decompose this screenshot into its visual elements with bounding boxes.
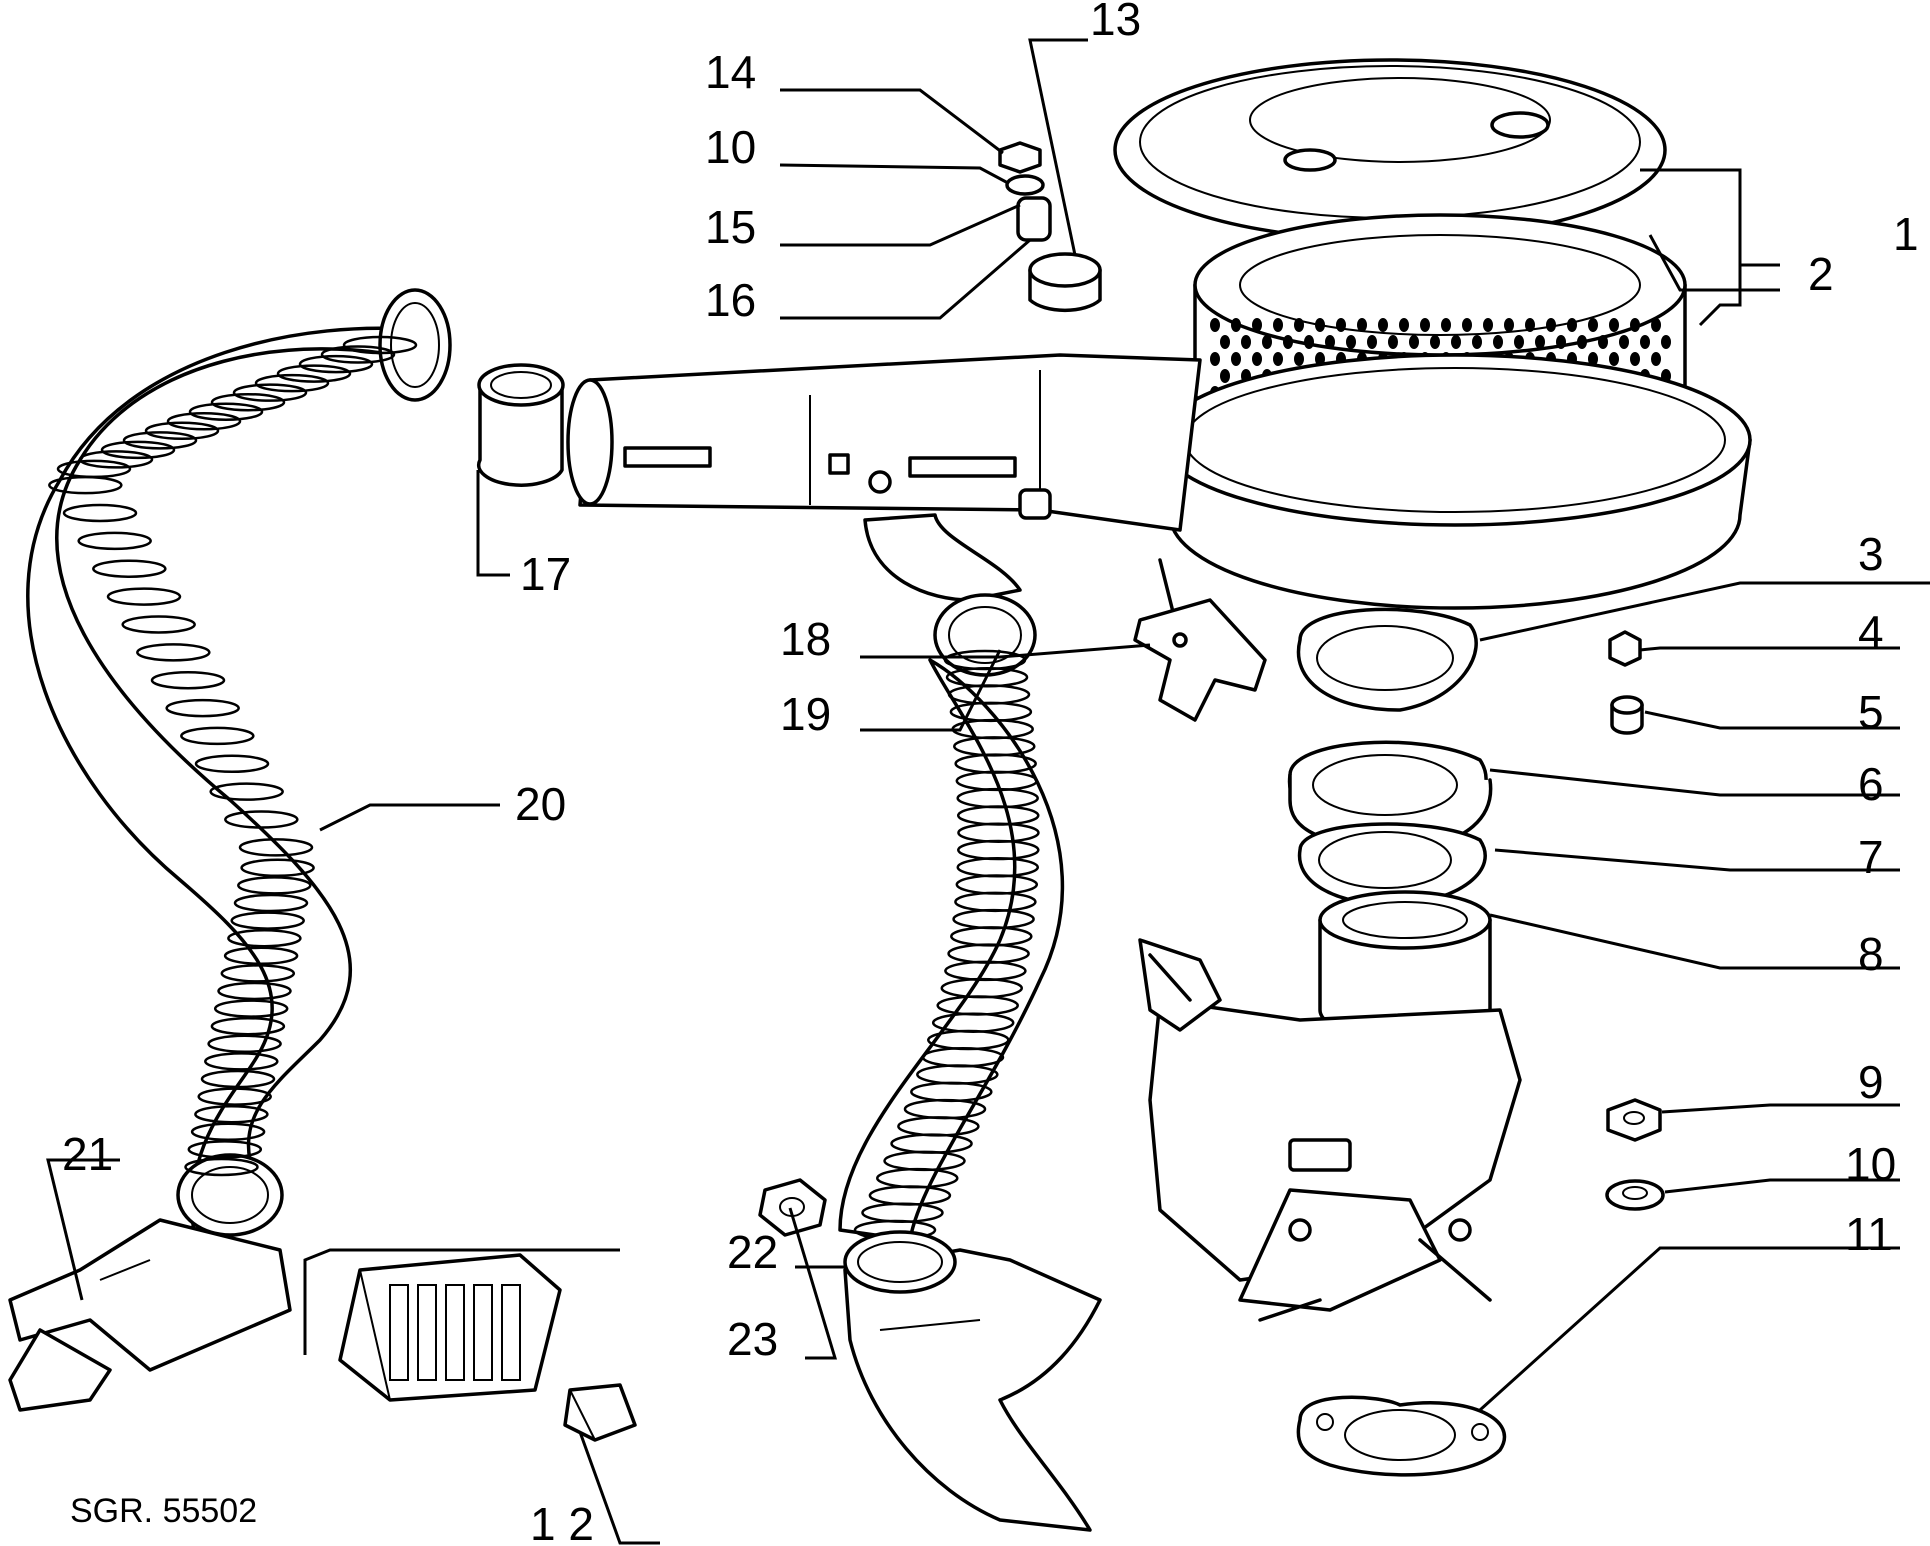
- callout-10-upper: 10: [705, 121, 756, 173]
- callout-3: 3: [1858, 528, 1884, 580]
- callout-19: 19: [780, 688, 831, 740]
- corrugated-hose-19: [838, 513, 1065, 1242]
- corrugated-hose-20: [26, 288, 452, 1242]
- callout-20: 20: [515, 778, 566, 830]
- gasket-7: [1297, 822, 1487, 907]
- hose-ribs-19: [853, 649, 1040, 1241]
- carburettor: [1138, 890, 1522, 1322]
- callout-10-lower: 10: [1845, 1138, 1896, 1190]
- callout-1: 1: [1893, 208, 1919, 260]
- relay: [563, 1383, 637, 1442]
- callout-8: 8: [1858, 928, 1884, 980]
- callout-17: 17: [520, 548, 571, 600]
- callout-9: 9: [1858, 1056, 1884, 1108]
- callout-2: 2: [1808, 248, 1834, 300]
- callout-14: 14: [705, 46, 756, 98]
- callout-18: 18: [780, 613, 831, 665]
- callout-21: 21: [62, 1128, 113, 1180]
- callout-16: 16: [705, 274, 756, 326]
- callout-23: 23: [727, 1313, 778, 1365]
- air-filter-cover: [1113, 58, 1667, 242]
- hose-end-fitting: [8, 1218, 292, 1412]
- callout-22: 22: [727, 1226, 778, 1278]
- nut-9: [1606, 1098, 1662, 1142]
- callout-4: 4: [1858, 606, 1884, 658]
- sleeve-5: [1610, 695, 1644, 735]
- callout-13: 13: [1090, 0, 1141, 45]
- control-unit: [338, 1253, 562, 1402]
- callout-7: 7: [1858, 831, 1884, 883]
- gasket-3: [1296, 607, 1478, 712]
- leader-lines: [46, 38, 1930, 1545]
- mounting-bracket: [1133, 558, 1267, 722]
- control-unit-terminals: [389, 1284, 521, 1381]
- gasket-11: [1296, 1395, 1507, 1477]
- fastener-stack: [998, 141, 1102, 313]
- rubber-sleeve: [476, 363, 565, 487]
- hose-ribs-20: [48, 335, 418, 1177]
- bracket-line-12: [303, 1248, 620, 1355]
- callout-11: 11: [1845, 1208, 1893, 1260]
- callout-12: 1 2: [530, 1498, 594, 1546]
- nut-4: [1608, 630, 1642, 667]
- washer-10b: [1605, 1179, 1665, 1211]
- callout-15: 15: [705, 201, 756, 253]
- filter-housing-bowl: [1158, 353, 1752, 610]
- elbow-duct: [843, 1230, 1102, 1532]
- callout-6: 6: [1858, 758, 1884, 810]
- intake-snorkel: [566, 353, 1202, 532]
- drawing-reference: SGR. 55502: [70, 1492, 257, 1530]
- callout-5: 5: [1858, 686, 1884, 738]
